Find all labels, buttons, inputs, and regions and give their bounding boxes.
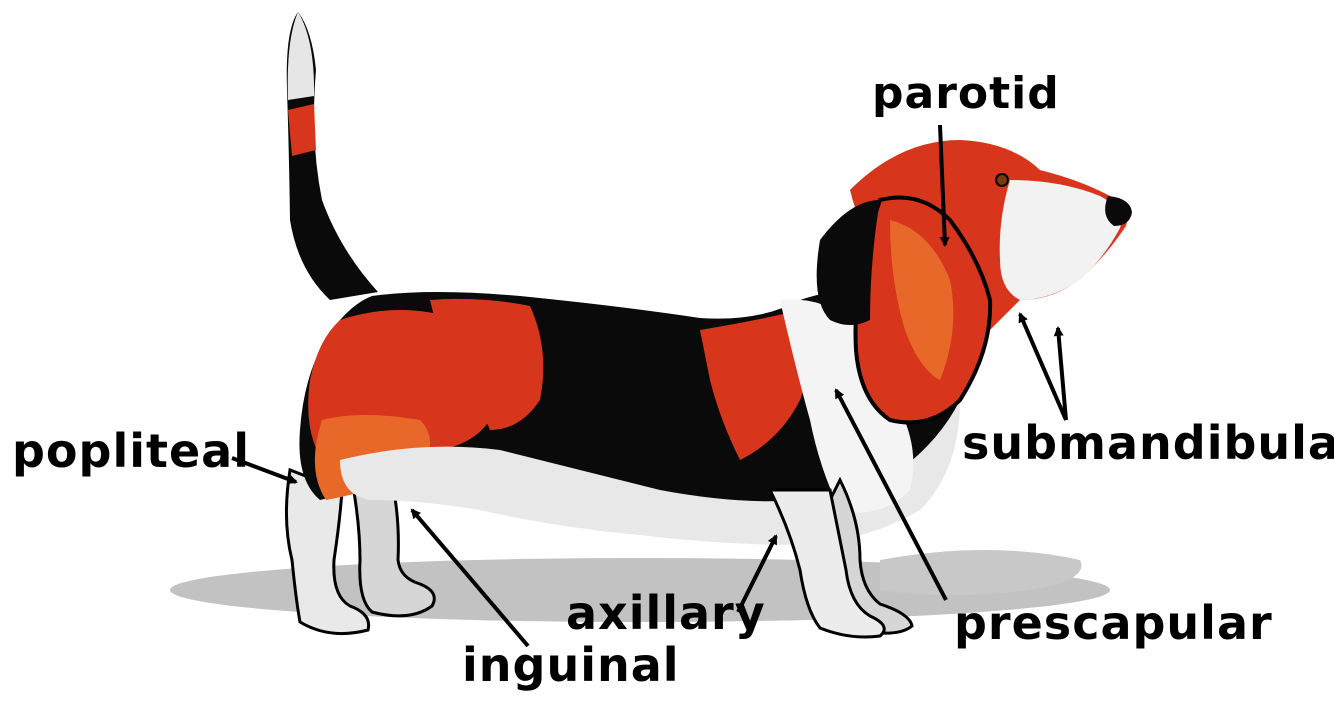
eye — [996, 174, 1008, 186]
label-popliteal: popliteal — [12, 428, 250, 474]
label-parotid: parotid — [872, 72, 1060, 116]
muzzle-white — [1000, 180, 1121, 300]
label-submandibular: submandibular — [962, 420, 1334, 466]
label-inguinal: inguinal — [462, 642, 680, 688]
label-axillary: axillary — [566, 590, 766, 636]
label-prescapular: prescapular — [954, 600, 1273, 646]
tail-band — [288, 104, 316, 156]
tail-tip — [288, 12, 314, 100]
